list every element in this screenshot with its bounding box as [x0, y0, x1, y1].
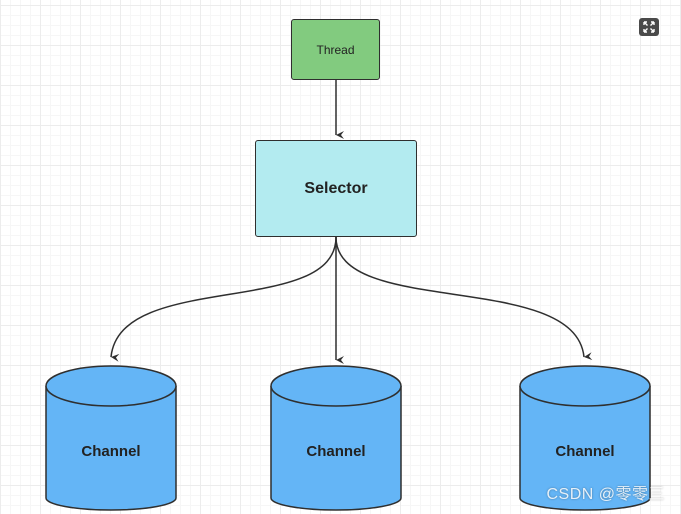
edge-selector-channel-1: [110, 236, 337, 362]
watermark: CSDN @零零三: [546, 486, 665, 503]
channel-cylinder-1: [45, 365, 177, 511]
selector-node: Selector: [255, 140, 417, 237]
thread-node: Thread: [291, 19, 380, 80]
edge-selector-channel-3: [335, 236, 593, 361]
selector-label: Selector: [304, 179, 368, 197]
fullscreen-button[interactable]: [639, 18, 659, 36]
channel-cylinder-3: [519, 365, 651, 511]
channel-cylinder-2: [270, 365, 402, 511]
channel-label-3: Channel: [555, 443, 615, 460]
thread-label: Thread: [316, 42, 355, 57]
channel-label-1: Channel: [81, 443, 141, 460]
channel-label-2: Channel: [306, 443, 366, 460]
fullscreen-icon: [643, 21, 655, 33]
